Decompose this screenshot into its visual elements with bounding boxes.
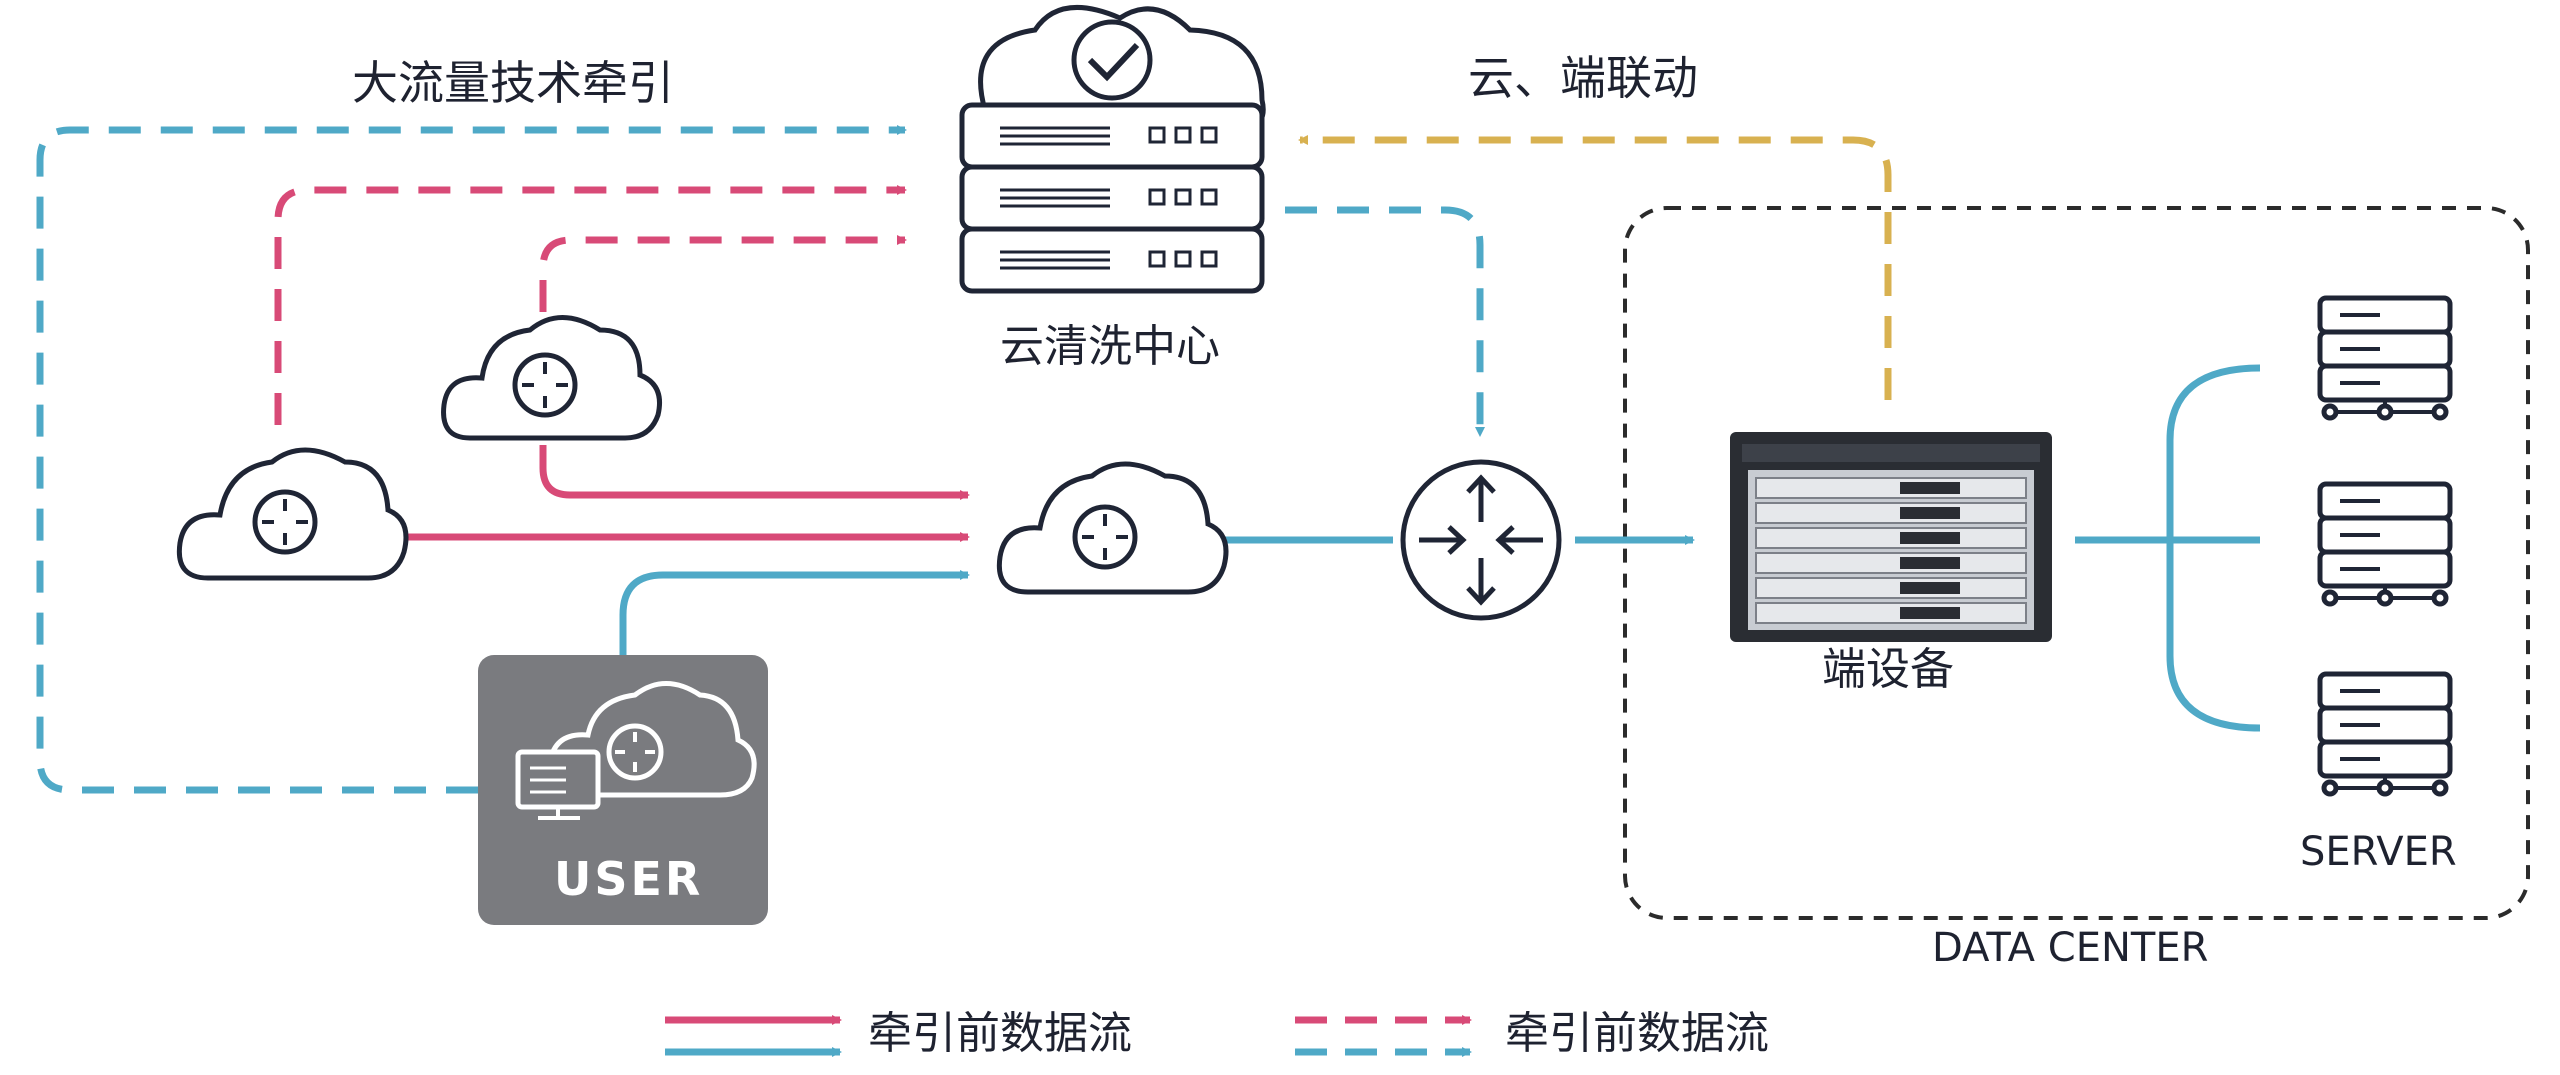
cloud-router-icon xyxy=(176,447,409,581)
label-user: USER xyxy=(554,852,704,906)
cloud-router-icon xyxy=(441,315,662,441)
cloud-server-check-icon xyxy=(959,5,1266,294)
user-terminal-icon xyxy=(515,681,757,820)
label-cloud-cleaning-center: 云清洗中心 xyxy=(1000,321,1220,372)
cloud-router-icon xyxy=(996,461,1229,595)
label-data-center: DATA CENTER xyxy=(1932,925,2209,971)
flow-user-to-cloud-center-dashed xyxy=(36,125,907,794)
legend-solid-label: 牵引前数据流 xyxy=(868,1008,1132,1059)
flow-device-to-center-gold-dashed xyxy=(1298,135,1892,400)
end-device-chassis-icon xyxy=(1730,432,2052,642)
data-center-boundary xyxy=(1623,206,2530,920)
flow-upper-cloud-to-central-solid xyxy=(539,445,970,500)
user-box xyxy=(478,655,768,925)
flow-left-cloud-to-center-dashed xyxy=(274,185,907,425)
server-rack-icon xyxy=(2317,295,2453,421)
flow-device-to-servers xyxy=(2075,364,2261,732)
title-cloud-end-linkage: 云、端联动 xyxy=(1468,51,1698,105)
legend xyxy=(665,1015,1472,1057)
flow-user-to-central-solid xyxy=(619,570,970,655)
flow-center-to-router-dashed xyxy=(1285,206,1485,437)
label-server: SERVER xyxy=(2300,829,2457,875)
legend-dashed-label: 牵引前数据流 xyxy=(1505,1008,1769,1059)
label-end-device: 端设备 xyxy=(1822,644,1954,695)
router-icon xyxy=(1400,459,1562,621)
server-rack-icon xyxy=(2317,671,2453,797)
flow-upper-cloud-to-center-dashed xyxy=(539,235,907,312)
server-rack-icon xyxy=(2317,481,2453,607)
title-large-traffic-diversion: 大流量技术牵引 xyxy=(352,56,674,110)
